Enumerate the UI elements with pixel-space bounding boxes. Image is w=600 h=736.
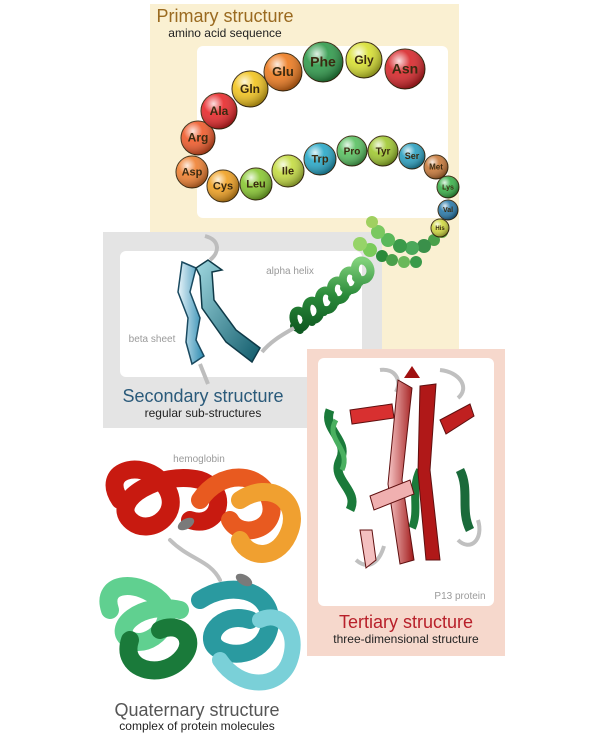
amino-acid-bead-trp: Trp (303, 142, 337, 176)
secondary-subtitle: regular sub-structures (144, 406, 262, 420)
bead-shading (346, 42, 382, 78)
bead-label: Ala (210, 104, 229, 118)
bead-label: Gln (240, 82, 260, 96)
bead-label: Pro (344, 146, 361, 157)
bead-shading (438, 200, 458, 220)
amino-acid-bead-pro: Pro (336, 135, 368, 167)
amino-acid-bead-met: Met (423, 154, 449, 180)
chain-connector (353, 216, 448, 268)
quaternary-subtitle: complex of protein molecules (119, 719, 275, 733)
bead-shading (399, 143, 425, 169)
amino-acid-bead-val: Val (437, 199, 459, 221)
bead-label: His (435, 226, 445, 232)
hemoglobin-complex (99, 460, 301, 691)
amino-acid-bead-gln: Gln (231, 70, 269, 108)
tertiary-subtitle: three-dimensional structure (333, 632, 479, 646)
bead-shading (272, 155, 304, 187)
hemoglobin-label: hemoglobin (173, 454, 225, 465)
amino-acid-bead-glu: Glu (263, 52, 303, 92)
bead-shading (303, 42, 343, 82)
beta-sheet (177, 234, 261, 385)
primary-subtitle: amino acid sequence (168, 26, 282, 40)
amino-acid-bead-leu: Leu (239, 167, 273, 201)
tertiary-title: Tertiary structure (338, 612, 474, 632)
quaternary-title: Quaternary structure (114, 700, 280, 720)
primary-title: Primary structure (156, 6, 294, 26)
bead-shading (240, 168, 272, 200)
alpha-helix (260, 256, 375, 354)
amino-acid-bead-tyr: Tyr (367, 135, 399, 167)
bead-label: Ile (282, 166, 294, 178)
bead-shading (385, 49, 425, 89)
amino-acid-bead-arg: Arg (180, 120, 216, 156)
bead-shading (424, 155, 448, 179)
bead-label: Phe (310, 53, 336, 69)
bead-label: Asp (182, 167, 203, 179)
bead-shading (176, 156, 208, 188)
bead-label: Arg (188, 131, 209, 145)
bead-label: Tyr (376, 146, 391, 157)
bead-label: Asn (392, 60, 418, 76)
bead-shading (437, 176, 459, 198)
amino-acid-bead-asn: Asn (384, 48, 426, 90)
amino-acid-bead-phe: Phe (302, 41, 344, 83)
bead-shading (232, 71, 268, 107)
bead-label: Trp (311, 154, 328, 166)
bead-shading (431, 219, 449, 237)
bead-shading (337, 136, 367, 166)
amino-acid-bead-lys: Lys (436, 175, 460, 199)
secondary-title: Secondary structure (122, 386, 284, 406)
bead-label: Cys (213, 181, 233, 193)
bead-label: Leu (246, 179, 266, 191)
bead-shading (201, 93, 237, 129)
p13-protein-label: P13 protein (434, 591, 485, 602)
bead-shading (304, 143, 336, 175)
bead-shading (207, 170, 239, 202)
beta-sheet-label: beta sheet (129, 334, 176, 345)
bead-label: Ser (405, 151, 420, 161)
amino-acid-bead-cys: Cys (206, 169, 240, 203)
amino-acid-bead-ser: Ser (398, 142, 426, 170)
bead-label: Val (443, 207, 453, 214)
bead-label: Met (429, 163, 443, 172)
amino-acid-bead-gly: Gly (345, 41, 383, 79)
amino-acid-bead-ile: Ile (271, 154, 305, 188)
bead-shading (368, 136, 398, 166)
bead-shading (264, 53, 302, 91)
alpha-helix-label: alpha helix (266, 266, 314, 277)
bead-label: Lys (442, 184, 454, 191)
amino-acid-bead-asp: Asp (175, 155, 209, 189)
amino-acid-bead-his: His (430, 218, 450, 238)
bead-label: Gly (354, 53, 374, 67)
p13-protein-ribbon (324, 366, 482, 569)
amino-acid-bead-ala: Ala (200, 92, 238, 130)
bead-label: Glu (272, 64, 294, 79)
bead-shading (181, 121, 215, 155)
